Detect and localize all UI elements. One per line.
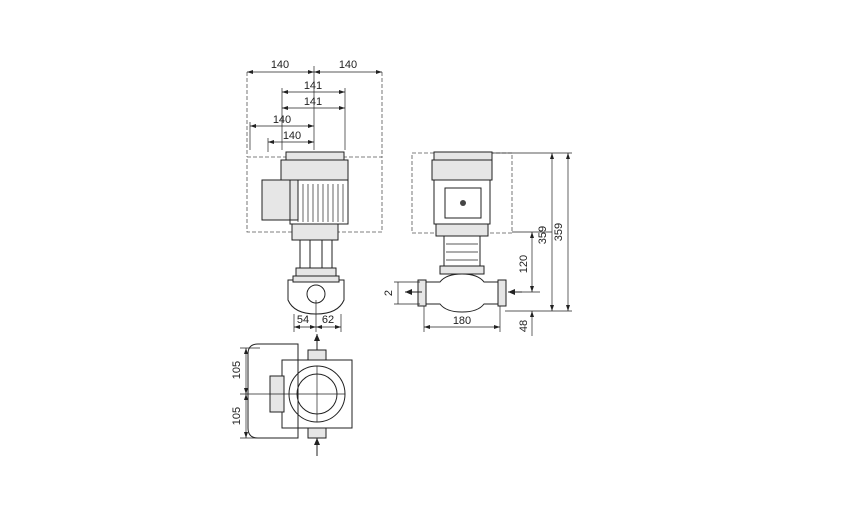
dim-top-right: 140 [339, 59, 357, 71]
dim-140-b: 140 [283, 130, 301, 142]
flange-left [417, 279, 427, 307]
dim-top-left: 140 [271, 59, 289, 71]
dim-180: 180 [453, 315, 471, 327]
side-lantern [443, 235, 481, 267]
terminal-box [261, 179, 299, 221]
motor-cap [285, 151, 345, 161]
side-view: 359 359 120 48 2 180 [383, 151, 572, 336]
dim-2: 2 [383, 290, 395, 296]
dim-141-a: 141 [304, 80, 322, 92]
dim-120: 120 [518, 255, 530, 273]
side-pump-housing [423, 273, 501, 313]
dim-105-bottom: 105 [231, 407, 243, 425]
motor-body [289, 179, 349, 225]
flange-right [497, 279, 507, 307]
plan-view: 105 105 [231, 334, 353, 456]
dim-141-b: 141 [304, 96, 322, 108]
dim-54: 54 [297, 314, 309, 326]
dim-62: 62 [322, 314, 334, 326]
dim-359-a: 359 [537, 226, 549, 244]
front-view: 140 140 141 141 140 140 [246, 59, 383, 332]
lantern [299, 239, 333, 269]
dim-48: 48 [518, 320, 530, 332]
dim-140-a: 140 [273, 114, 291, 126]
dim-105-top: 105 [231, 361, 243, 379]
dim-359-b: 359 [553, 223, 565, 241]
